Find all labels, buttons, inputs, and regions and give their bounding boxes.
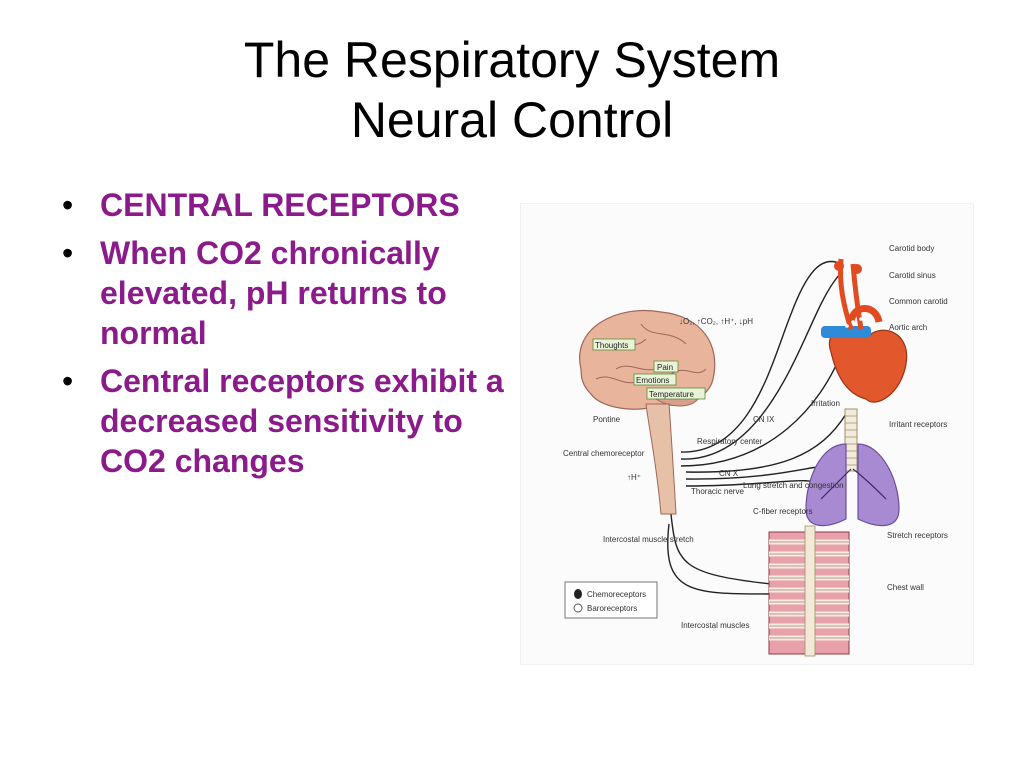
h-plus-label: ↑H⁺	[627, 473, 641, 482]
title-line-1: The Respiratory System	[243, 32, 781, 88]
bullet-text: CENTRAL RECEPTORS	[100, 187, 460, 223]
temperature-label: Temperature	[649, 390, 694, 399]
bullet-item: • Central receptors exhibit a decreased …	[60, 361, 510, 481]
emotions-label: Emotions	[636, 376, 669, 385]
c-fiber-label: C-fiber receptors	[753, 507, 813, 516]
heart-icon	[821, 258, 908, 403]
pain-box	[653, 360, 679, 373]
slide-title: The Respiratory System Neural Control	[0, 30, 1024, 150]
carotid-body-label: Carotid body	[889, 244, 934, 253]
bullet-dot-icon: •	[62, 187, 74, 223]
central-chemoreceptor-label: Central chemoreceptor	[563, 449, 645, 458]
pontine-label: Pontine	[593, 415, 621, 424]
bullet-dot-icon: •	[62, 363, 74, 399]
stimuli-label: ↓O₂, ↑CO₂, ↑H⁺, ↓pH	[679, 317, 753, 326]
bullet-item: • CENTRAL RECEPTORS	[60, 185, 510, 225]
thoughts-label: Thoughts	[595, 341, 628, 350]
bullet-list: • CENTRAL RECEPTORS • When CO2 chronical…	[60, 185, 510, 489]
legend-baroreceptors: Baroreceptors	[587, 604, 637, 613]
aortic-arch-label: Aortic arch	[889, 323, 927, 332]
intercostal-muscles-label: Intercostal muscles	[681, 621, 749, 630]
thoughts-box	[592, 338, 636, 351]
carotid-sinus-label: Carotid sinus	[889, 271, 936, 280]
chemoreceptor-marker-icon	[574, 589, 582, 599]
cn-ix-label: CN IX	[753, 415, 775, 424]
bullet-dot-icon: •	[62, 235, 74, 271]
respiratory-center-label: Respiratory center	[697, 437, 763, 446]
legend-chemoreceptors: Chemoreceptors	[587, 590, 646, 599]
rib-cage-icon	[768, 525, 850, 657]
emotions-box	[633, 373, 677, 386]
temperature-box	[646, 387, 706, 400]
respiratory-control-diagram: Thoughts Pain Emotions Temperature	[520, 203, 974, 665]
nerve-pathways	[667, 260, 854, 615]
bullet-text: Central receptors exhibit a decreased se…	[100, 363, 504, 479]
irritant-receptors-label: Irritant receptors	[889, 420, 947, 429]
stretch-receptors-label: Stretch receptors	[887, 531, 948, 540]
thoracic-nerve-label: Thoracic nerve	[691, 487, 744, 496]
common-carotid-label: Common carotid	[889, 297, 948, 306]
intercostal-stretch-label: Intercostal muscle stretch	[603, 535, 694, 544]
baroreceptor-marker-icon	[573, 603, 583, 613]
legend: Chemoreceptors Baroreceptors	[564, 581, 658, 619]
trachea-icon	[844, 408, 858, 472]
title-line-2: Neural Control	[350, 92, 674, 148]
bullet-text: When CO2 chronically elevated, pH return…	[100, 235, 447, 351]
pain-label: Pain	[657, 363, 673, 372]
lungs-icon	[805, 443, 900, 527]
cn-x-label: CN X	[719, 469, 739, 478]
irritation-label: Irritation	[811, 399, 840, 408]
bullet-item: • When CO2 chronically elevated, pH retu…	[60, 233, 510, 353]
chest-wall-label: Chest wall	[887, 583, 924, 592]
lung-stretch-label: Lung stretch and congestion	[743, 481, 844, 490]
